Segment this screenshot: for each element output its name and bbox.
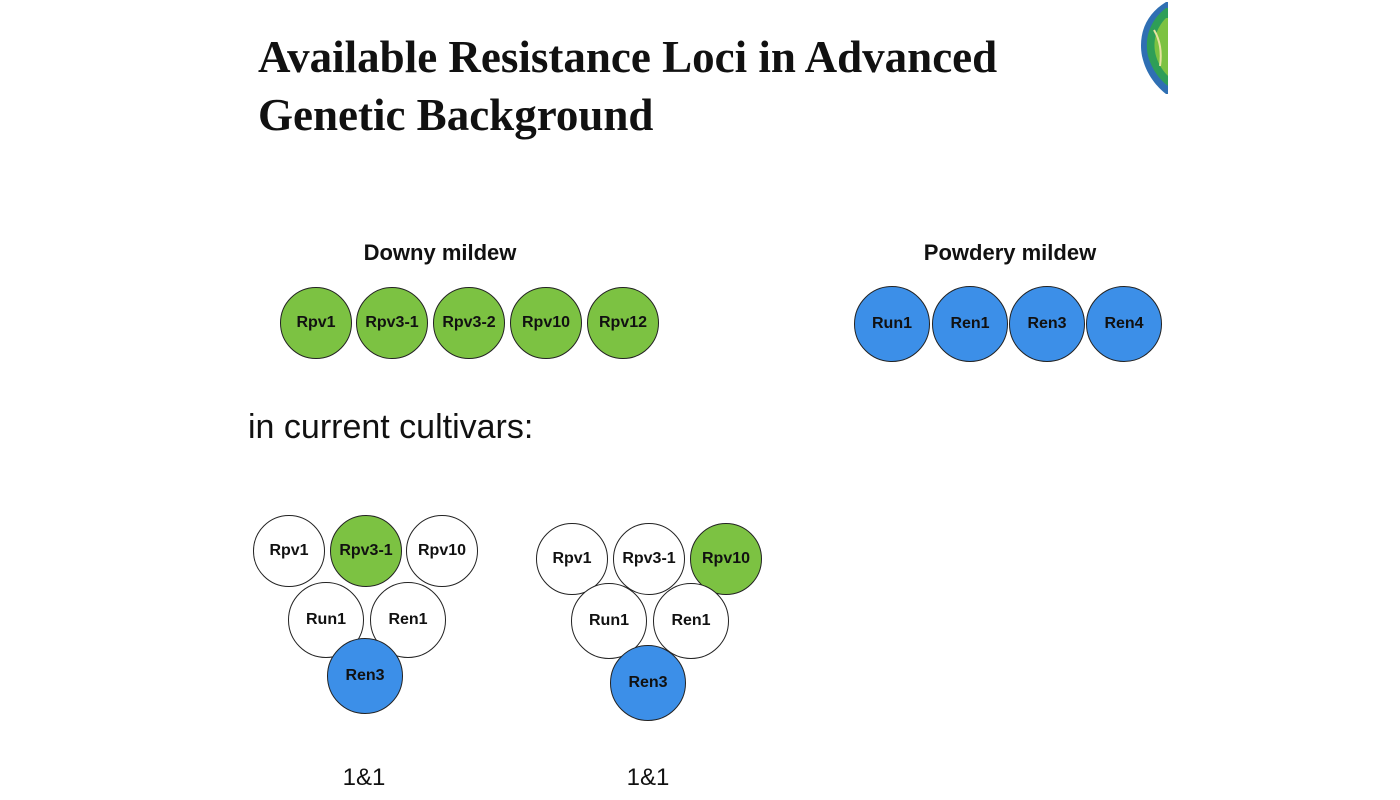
locus-circle-rpv12: Rpv12 bbox=[587, 287, 659, 359]
slide-title: Available Resistance Loci in Advanced Ge… bbox=[258, 28, 997, 144]
cultivar2-locus-ren3: Ren3 bbox=[610, 645, 686, 721]
cultivar1-locus-rpv3-1: Rpv3-1 bbox=[330, 515, 402, 587]
locus-circle-rpv3-2: Rpv3-2 bbox=[433, 287, 505, 359]
locus-circle-ren1: Ren1 bbox=[932, 286, 1008, 362]
title-line-2: Genetic Background bbox=[258, 90, 654, 140]
cultivar1-locus-rpv1: Rpv1 bbox=[253, 515, 325, 587]
cultivar2-locus-rpv10: Rpv10 bbox=[690, 523, 762, 595]
cultivar2-locus-ren1: Ren1 bbox=[653, 583, 729, 659]
cultivar2-caption: 1&1 bbox=[626, 764, 670, 791]
locus-circle-ren4: Ren4 bbox=[1086, 286, 1162, 362]
cultivar1-caption: 1&1 bbox=[342, 764, 386, 791]
cultivar1-locus-rpv10: Rpv10 bbox=[406, 515, 478, 587]
locus-circle-run1: Run1 bbox=[854, 286, 930, 362]
locus-circle-ren3: Ren3 bbox=[1009, 286, 1085, 362]
locus-circle-rpv1: Rpv1 bbox=[280, 287, 352, 359]
downy-mildew-heading: Downy mildew bbox=[363, 240, 517, 265]
powdery-mildew-heading: Powdery mildew bbox=[923, 240, 1097, 265]
cultivar1-locus-ren3: Ren3 bbox=[327, 638, 403, 714]
locus-circle-rpv3-1: Rpv3-1 bbox=[356, 287, 428, 359]
current-cultivars-label: in current cultivars: bbox=[248, 408, 534, 446]
grape-leaf-logo-icon bbox=[1132, 0, 1168, 96]
title-line-1: Available Resistance Loci in Advanced bbox=[258, 32, 998, 82]
locus-circle-rpv10: Rpv10 bbox=[510, 287, 582, 359]
cultivar2-locus-rpv1: Rpv1 bbox=[536, 523, 608, 595]
cultivar2-locus-rpv3-1: Rpv3-1 bbox=[613, 523, 685, 595]
